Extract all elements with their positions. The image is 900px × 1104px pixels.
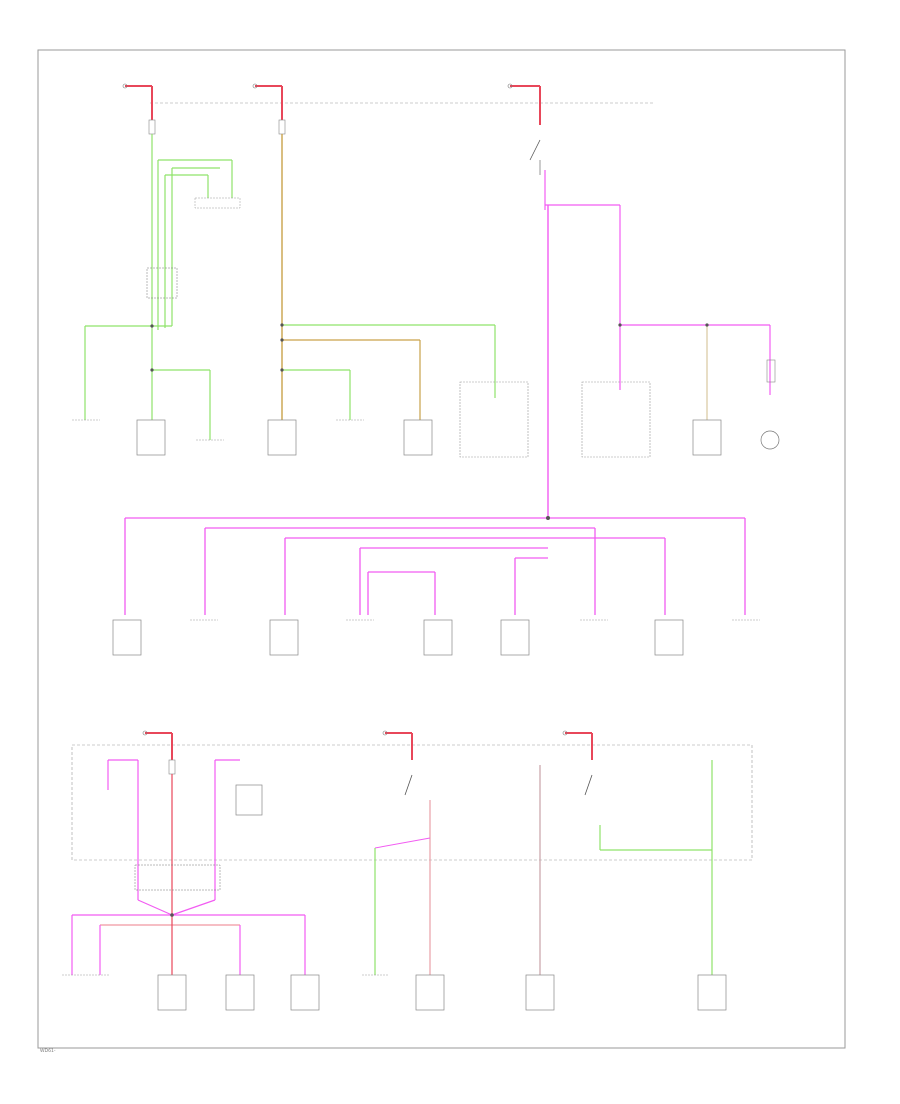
- bottom-fuse-box: [71, 744, 753, 861]
- middle-pink-bus: [124, 516, 746, 615]
- diagram-border: [37, 49, 846, 1049]
- fuse-2-symbol: [278, 119, 286, 135]
- footer-code: WD61-: [40, 1048, 56, 1054]
- circuit-2-tan: [280, 134, 496, 420]
- source-2-hot-feed: [252, 83, 286, 135]
- circuit-1-green: [84, 134, 241, 440]
- connector-block-1: [146, 267, 178, 299]
- row-1-components: [72, 381, 722, 458]
- bottom-source-a: [71, 730, 306, 975]
- fuse-1-symbol: [148, 119, 156, 135]
- row-2-components: [112, 619, 760, 656]
- row-3-components: [62, 974, 727, 1011]
- circuit-3-pink: [545, 204, 780, 520]
- bottom-source-b: [374, 730, 431, 975]
- switch-symbol: [529, 139, 541, 161]
- source-1-hot-feed: [122, 83, 156, 135]
- horn-symbol: [760, 430, 780, 450]
- source-3-hot-feed: [507, 83, 546, 210]
- relay-box-outline: [194, 197, 241, 209]
- fuse-link-symbol: [766, 359, 776, 383]
- bottom-source-c: [539, 730, 713, 975]
